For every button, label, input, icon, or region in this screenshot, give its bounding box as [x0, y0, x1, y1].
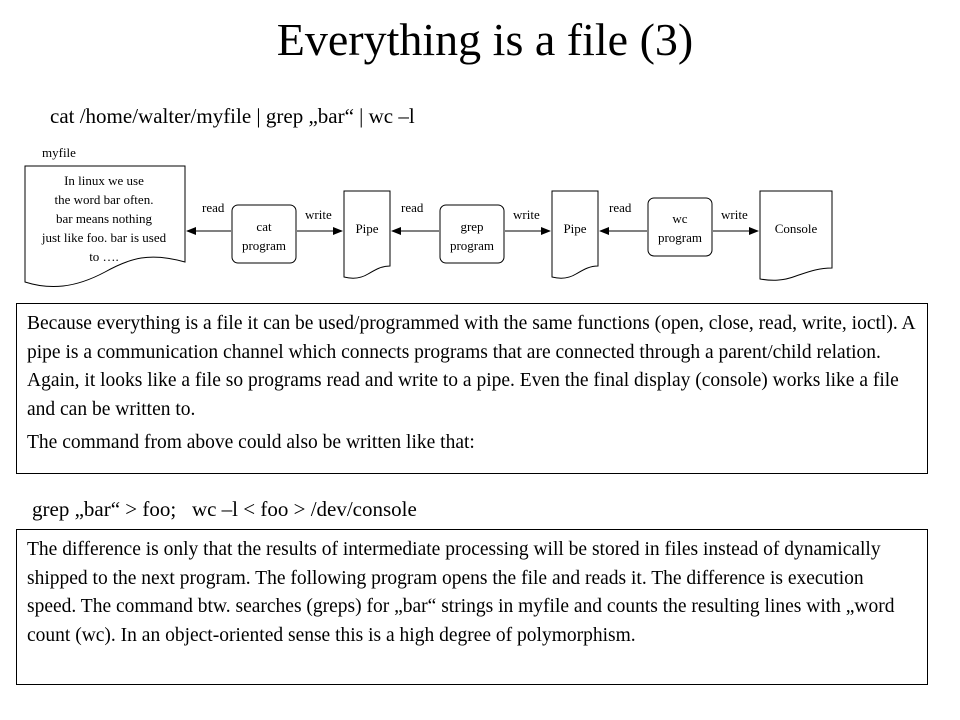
wc-program-label: program — [658, 230, 702, 245]
grep-program-label: program — [450, 238, 494, 253]
read-label-3: read — [609, 200, 632, 215]
difference-box: The difference is only that the results … — [16, 529, 928, 685]
pipeline-diagram: myfile In linux we use the word bar ofte… — [24, 145, 833, 288]
slide-title: Everything is a file (3) — [276, 14, 694, 65]
grep-program-box — [439, 204, 505, 264]
file-line: to …. — [89, 249, 119, 264]
myfile-document-shape — [24, 165, 186, 288]
explanation-box: Because everything is a file it can be u… — [16, 303, 928, 474]
explanation-paragraph: The command from above could also be wri… — [27, 432, 475, 454]
pipe-1-label: Pipe — [355, 221, 378, 236]
difference-paragraph: The difference is only that the results … — [27, 539, 895, 646]
cat-program-label: cat — [256, 219, 272, 234]
file-line: In linux we use — [64, 173, 144, 188]
write-label-2: write — [513, 207, 540, 222]
pipeline-command: cat /home/walter/myfile | grep „bar“ | w… — [50, 104, 415, 128]
file-line: bar means nothing — [56, 211, 153, 226]
cat-program-box — [231, 204, 297, 264]
pipe-2-shape — [551, 190, 599, 279]
read-label-1: read — [202, 200, 225, 215]
file-line: just like foo. bar is used — [41, 230, 167, 245]
grep-program-label: grep — [460, 219, 483, 234]
write-label-3: write — [721, 207, 748, 222]
file-label: myfile — [42, 145, 76, 160]
pipe-1-shape — [343, 190, 391, 279]
console-label: Console — [775, 221, 818, 236]
cat-program-label: program — [242, 238, 286, 253]
pipe-2-label: Pipe — [563, 221, 586, 236]
wc-program-label: wc — [672, 211, 687, 226]
write-label-1: write — [305, 207, 332, 222]
alternative-command: grep „bar“ > foo; wc –l < foo > /dev/con… — [32, 497, 417, 521]
file-line: the word bar often. — [55, 192, 154, 207]
console-document-shape — [759, 190, 833, 281]
read-label-2: read — [401, 200, 424, 215]
myfile-content: In linux we use the word bar often. bar … — [41, 173, 167, 264]
wc-program-box — [647, 197, 713, 257]
explanation-paragraph: Because everything is a file it can be u… — [27, 313, 915, 420]
